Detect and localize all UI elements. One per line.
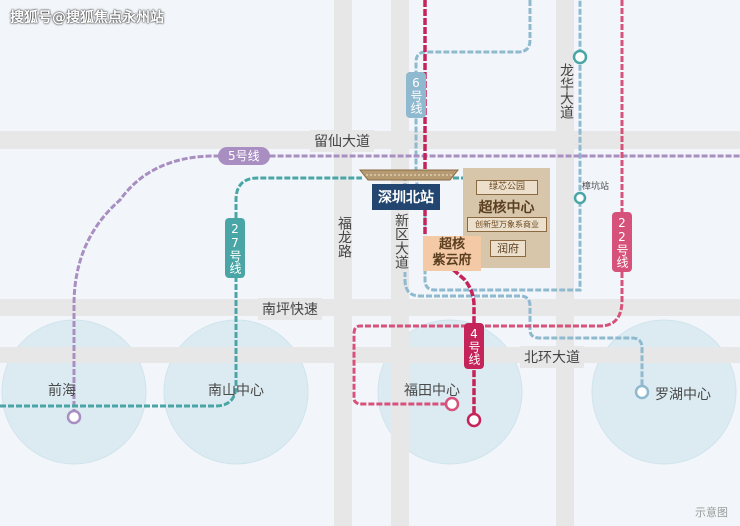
- road-beihuan: [0, 347, 740, 363]
- line-27-path: [0, 176, 362, 408]
- district-label-luohu: 罗湖中心: [655, 387, 711, 403]
- road-longhua: [556, 0, 574, 526]
- core-title: 超核中心: [478, 200, 535, 216]
- core-tag: 绿芯公园: [476, 180, 538, 195]
- hub-station-label: 深圳北站: [372, 184, 440, 210]
- road-label-liuxian: 留仙大道: [310, 130, 374, 152]
- station-end-qianhai-icon: [66, 409, 82, 425]
- line-6-branch: [403, 175, 644, 390]
- line-27-badge: 27号线: [225, 218, 245, 278]
- road-label-xinqu: 新区大道: [391, 210, 409, 272]
- district-label-futian: 福田中心: [404, 383, 460, 399]
- station-end-luohu-icon: [634, 384, 650, 400]
- station-end-line6-icon: [572, 49, 588, 65]
- station-end-line4-icon: [466, 412, 482, 428]
- road-label-longhua: 龙华大道: [556, 60, 574, 122]
- line-22-path: [352, 0, 624, 406]
- station-end-futian-icon: [444, 396, 460, 412]
- road-label-nanping: 南坪快速: [258, 298, 322, 320]
- runfu-label: 润府: [490, 240, 526, 257]
- hub-roof-icon: [358, 169, 460, 181]
- project-line1: 超核: [438, 237, 465, 252]
- project-block: 超核 紫云府: [423, 236, 481, 271]
- district-label-qianhai: 前海: [48, 383, 76, 399]
- line-5-path: [72, 154, 740, 415]
- line-4-badge: 4号线: [464, 323, 484, 369]
- line-6-badge: 6号线: [406, 72, 426, 118]
- road-fulong: [334, 0, 352, 526]
- core-subtitle: 创新型万象系商业: [467, 217, 547, 232]
- road-nanping: [0, 299, 740, 316]
- line-22-badge: 22号线: [612, 212, 632, 272]
- station-zhangkeng-label: 樟坑站: [582, 182, 610, 192]
- watermark: 搜狐号@搜狐焦点永州站: [10, 10, 164, 26]
- schematic-note: 示意图: [695, 506, 728, 519]
- road-label-fulong: 福龙路: [334, 213, 352, 261]
- station-zhangkeng-icon: [573, 191, 587, 205]
- project-line2: 紫云府: [432, 253, 472, 268]
- district-label-nanshan: 南山中心: [208, 383, 264, 399]
- road-label-beihuan: 北环大道: [520, 346, 584, 368]
- line-5-badge: 5号线: [218, 147, 270, 165]
